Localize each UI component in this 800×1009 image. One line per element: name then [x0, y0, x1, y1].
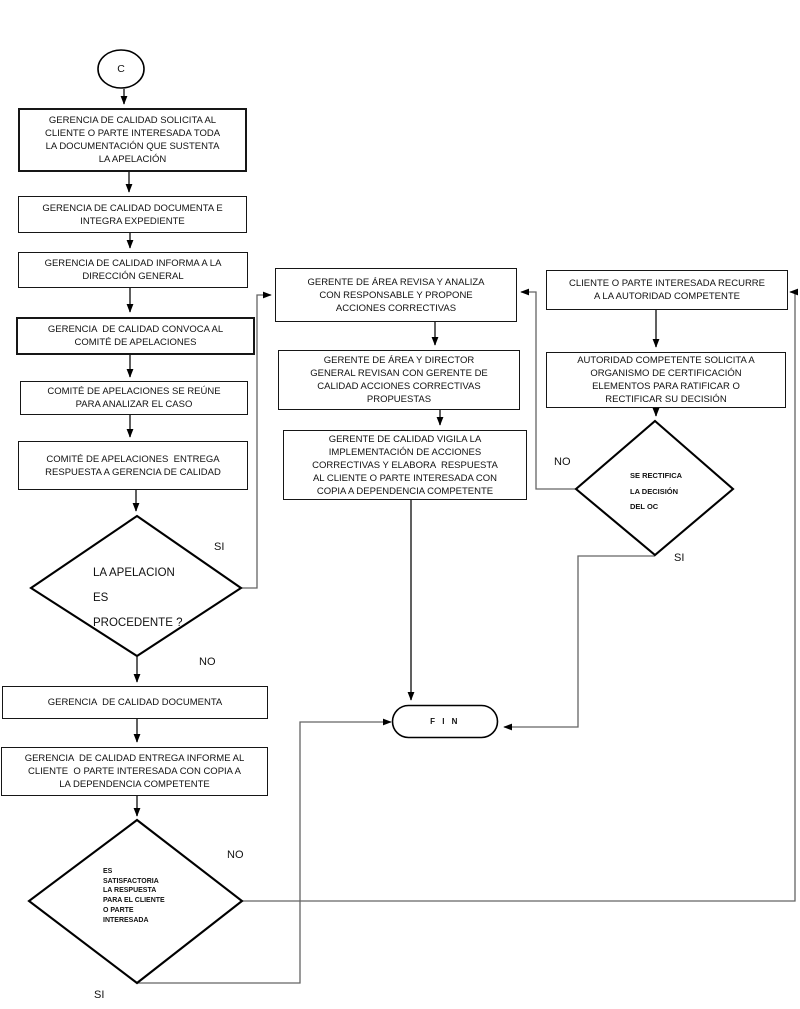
process-box-autoridad-solicita-elementos: AUTORIDAD COMPETENTE SOLICITA A ORGANISM… — [546, 352, 786, 408]
process-box-text: GERENCIA DE CALIDAD ENTREGA INFORME AL C… — [24, 753, 245, 790]
connector-d2-no-to-r1 — [242, 288, 799, 902]
process-box-text: AUTORIDAD COMPETENTE SOLICITA A ORGANISM… — [577, 355, 755, 405]
decision-se-rectifica-shape — [574, 419, 735, 557]
process-box-gerente-director-revisan: GERENTE DE ÁREA Y DIRECTOR GENERAL REVIS… — [278, 350, 520, 410]
process-box-text: GERENTE DE ÁREA Y DIRECTOR GENERAL REVIS… — [310, 355, 488, 405]
process-box-solicita-documentacion: GERENCIA DE CALIDAD SOLICITA AL CLIENTE … — [18, 108, 247, 172]
decision-respuesta-satisfactoria-shape — [27, 818, 244, 985]
connector-d2-si-to-fin — [137, 718, 392, 984]
process-box-text: COMITÉ DE APELACIONES ENTREGA RESPUESTA … — [45, 453, 221, 478]
branch-label-d2-si: SI — [94, 989, 105, 1001]
process-box-text: GERENCIA DE CALIDAD DOCUMENTA E INTEGRA … — [42, 202, 223, 227]
process-box-text: COMITÉ DE APELACIONES SE REÚNE PARA ANAL… — [47, 386, 221, 410]
branch-label-d1-si: SI — [214, 541, 225, 553]
process-box-calidad-documenta: GERENCIA DE CALIDAD DOCUMENTA — [2, 686, 268, 719]
process-box-entrega-informe-cliente: GERENCIA DE CALIDAD ENTREGA INFORME AL C… — [1, 747, 268, 796]
end-terminator-shape — [391, 704, 499, 739]
decision-respuesta-satisfactoria-text: ES SATISFACTORIA LA RESPUESTA PARA EL CL… — [103, 868, 165, 924]
process-box-text: GERENTE DE ÁREA REVISA Y ANALIZA CON RES… — [307, 276, 485, 314]
connector-d3-no-to-m1 — [520, 288, 576, 490]
process-box-cliente-recurre-autoridad: CLIENTE O PARTE INTERESADA RECURRE A LA … — [546, 270, 788, 310]
connector-d1-si-to-m1 — [241, 291, 272, 589]
end-terminator-label: F I N — [430, 717, 460, 726]
process-box-text: GERENCIA DE CALIDAD DOCUMENTA — [47, 697, 223, 708]
connector-d3-si-to-fin — [503, 555, 655, 731]
process-box-convoca-comite: GERENCIA DE CALIDAD CONVOCA AL COMITÉ DE… — [16, 317, 255, 355]
process-box-informa-direccion-general: GERENCIA DE CALIDAD INFORMA A LA DIRECCI… — [18, 252, 248, 288]
decision-apelacion-procedente-text: LA APELACION ES PROCEDENTE ? — [93, 567, 183, 629]
process-box-documenta-integra-expediente: GERENCIA DE CALIDAD DOCUMENTA E INTEGRA … — [18, 196, 247, 233]
process-box-text: GERENCIA DE CALIDAD CONVOCA AL COMITÉ DE… — [47, 324, 224, 348]
branch-label-d3-si: SI — [674, 552, 685, 564]
process-box-comite-entrega-respuesta: COMITÉ DE APELACIONES ENTREGA RESPUESTA … — [18, 441, 248, 490]
decision-se-rectifica-text: SE RECTIFICA LA DECISIÓN DEL OC — [630, 471, 683, 511]
process-box-text: GERENTE DE CALIDAD VIGILA LA IMPLEMENTAC… — [312, 433, 498, 497]
process-box-text: CLIENTE O PARTE INTERESADA RECURRE A LA … — [568, 278, 766, 302]
process-box-text: GERENCIA DE CALIDAD INFORMA A LA DIRECCI… — [44, 258, 222, 282]
start-terminator-shape — [97, 49, 145, 89]
branch-label-d2-no: NO — [227, 849, 244, 861]
branch-label-d3-no: NO — [554, 456, 571, 468]
process-box-vigila-implementacion: GERENTE DE CALIDAD VIGILA LA IMPLEMENTAC… — [283, 430, 527, 500]
process-box-comite-se-reune: COMITÉ DE APELACIONES SE REÚNE PARA ANAL… — [20, 381, 248, 415]
process-box-gerente-area-revisa: GERENTE DE ÁREA REVISA Y ANALIZA CON RES… — [275, 268, 517, 322]
branch-label-d1-no: NO — [199, 656, 216, 668]
process-box-text: GERENCIA DE CALIDAD SOLICITA AL CLIENTE … — [44, 115, 221, 165]
decision-apelacion-procedente-shape — [29, 514, 243, 658]
start-terminator-label: C — [117, 62, 125, 75]
